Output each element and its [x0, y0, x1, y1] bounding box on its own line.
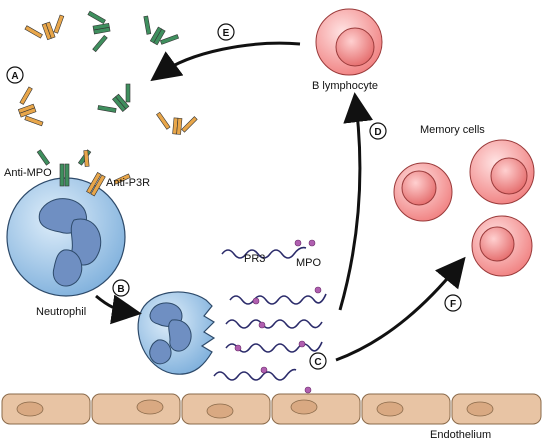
antibody-anti-p3r	[83, 149, 131, 197]
step-a-label: A	[11, 71, 18, 82]
memory-cell-1	[393, 162, 453, 222]
step-e-marker: E	[217, 23, 235, 41]
step-f-label: F	[450, 299, 456, 310]
b-lymphocyte-cell	[315, 8, 383, 76]
label-mpo: MPO	[296, 257, 322, 269]
step-d-label: D	[374, 127, 381, 138]
step-d-marker: D	[369, 122, 387, 140]
neutrophil-cell	[6, 177, 126, 297]
antibody-green-1	[87, 10, 111, 53]
antibody-green-2	[143, 15, 180, 46]
arrow-f	[335, 256, 466, 362]
granule-dots	[234, 239, 322, 394]
step-a-marker: A	[6, 66, 24, 84]
antibody-orange-1	[24, 14, 65, 41]
antibody-orange-3	[156, 111, 198, 135]
arrow-e	[150, 41, 301, 82]
arrow-b	[95, 294, 142, 325]
label-b-lymphocyte: B lymphocyte	[312, 80, 378, 92]
label-memory-cells: Memory cells	[420, 124, 485, 136]
step-e-label: E	[223, 28, 230, 39]
protein-strand-3	[225, 319, 323, 329]
label-pr3: PR3	[244, 253, 265, 265]
label-anti-mpo: Anti-MPO	[4, 167, 52, 179]
arrows	[95, 41, 466, 362]
step-b-marker: B	[112, 279, 130, 297]
step-b-label: B	[117, 284, 124, 295]
degranulating-neutrophil	[137, 291, 216, 375]
arrow-d	[338, 92, 374, 311]
step-f-marker: F	[444, 294, 462, 312]
label-anti-p3r: Anti-P3R	[106, 177, 150, 189]
memory-cell-3	[471, 215, 533, 277]
antibody-green-3	[97, 83, 131, 113]
label-neutrophil: Neutrophil	[36, 306, 86, 318]
memory-cell-2	[469, 139, 535, 205]
released-granule-proteins	[213, 246, 327, 381]
step-c-label: C	[314, 357, 321, 368]
endothelium-layer	[1, 393, 542, 425]
label-endothelium: Endothelium	[430, 429, 491, 441]
protein-strand-5	[213, 368, 297, 381]
protein-strand-1	[221, 246, 307, 259]
protein-strand-2	[229, 293, 327, 305]
antibody-orange-2	[17, 86, 44, 127]
protein-strand-4	[225, 341, 323, 353]
step-c-marker: C	[309, 352, 327, 370]
